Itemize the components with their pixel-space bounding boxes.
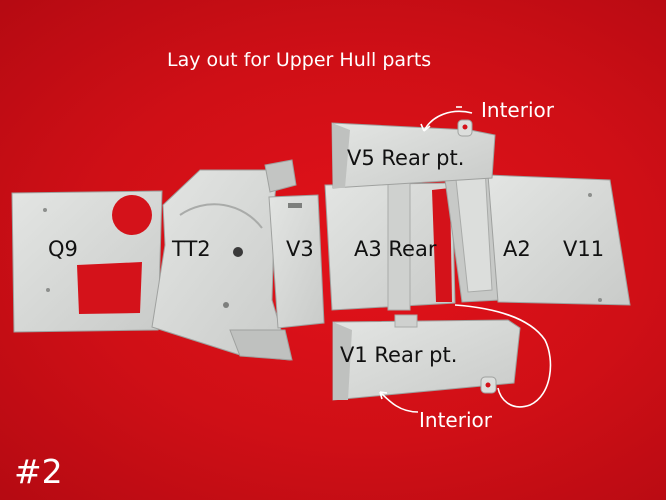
annotation-arrows [379,106,552,413]
part-q9-square-cutout [77,262,142,314]
label-v5-rear: V5 Rear pt. [347,146,465,170]
part-v3 [268,194,325,329]
arrow-interior-bottom [379,391,419,413]
label-q9: Q9 [48,237,78,261]
label-v1-rear: V1 Rear pt. [340,343,458,367]
part-v1-rear [332,314,521,401]
part-v5-rear [331,119,496,189]
part-a3-rear [324,179,456,311]
label-v3: V3 [286,237,314,261]
part-q9-round-hole [112,195,152,235]
photo-caption-title: Lay out for Upper Hull parts [167,49,432,71]
arrow-interior-top [423,110,473,132]
label-a2: A2 [503,237,531,261]
label-v11: V11 [563,237,605,261]
curve-interior-loop [454,304,552,408]
part-tt2 [151,159,297,361]
label-a3-rear: A3 Rear [354,237,437,261]
label-tt2: TT2 [172,237,211,261]
part-q9 [11,190,163,333]
part-v11 [487,174,631,306]
annotation-interior-bottom: Interior [419,408,492,432]
annotation-interior-top: Interior [481,98,554,122]
photo-number: #2 [14,452,63,491]
